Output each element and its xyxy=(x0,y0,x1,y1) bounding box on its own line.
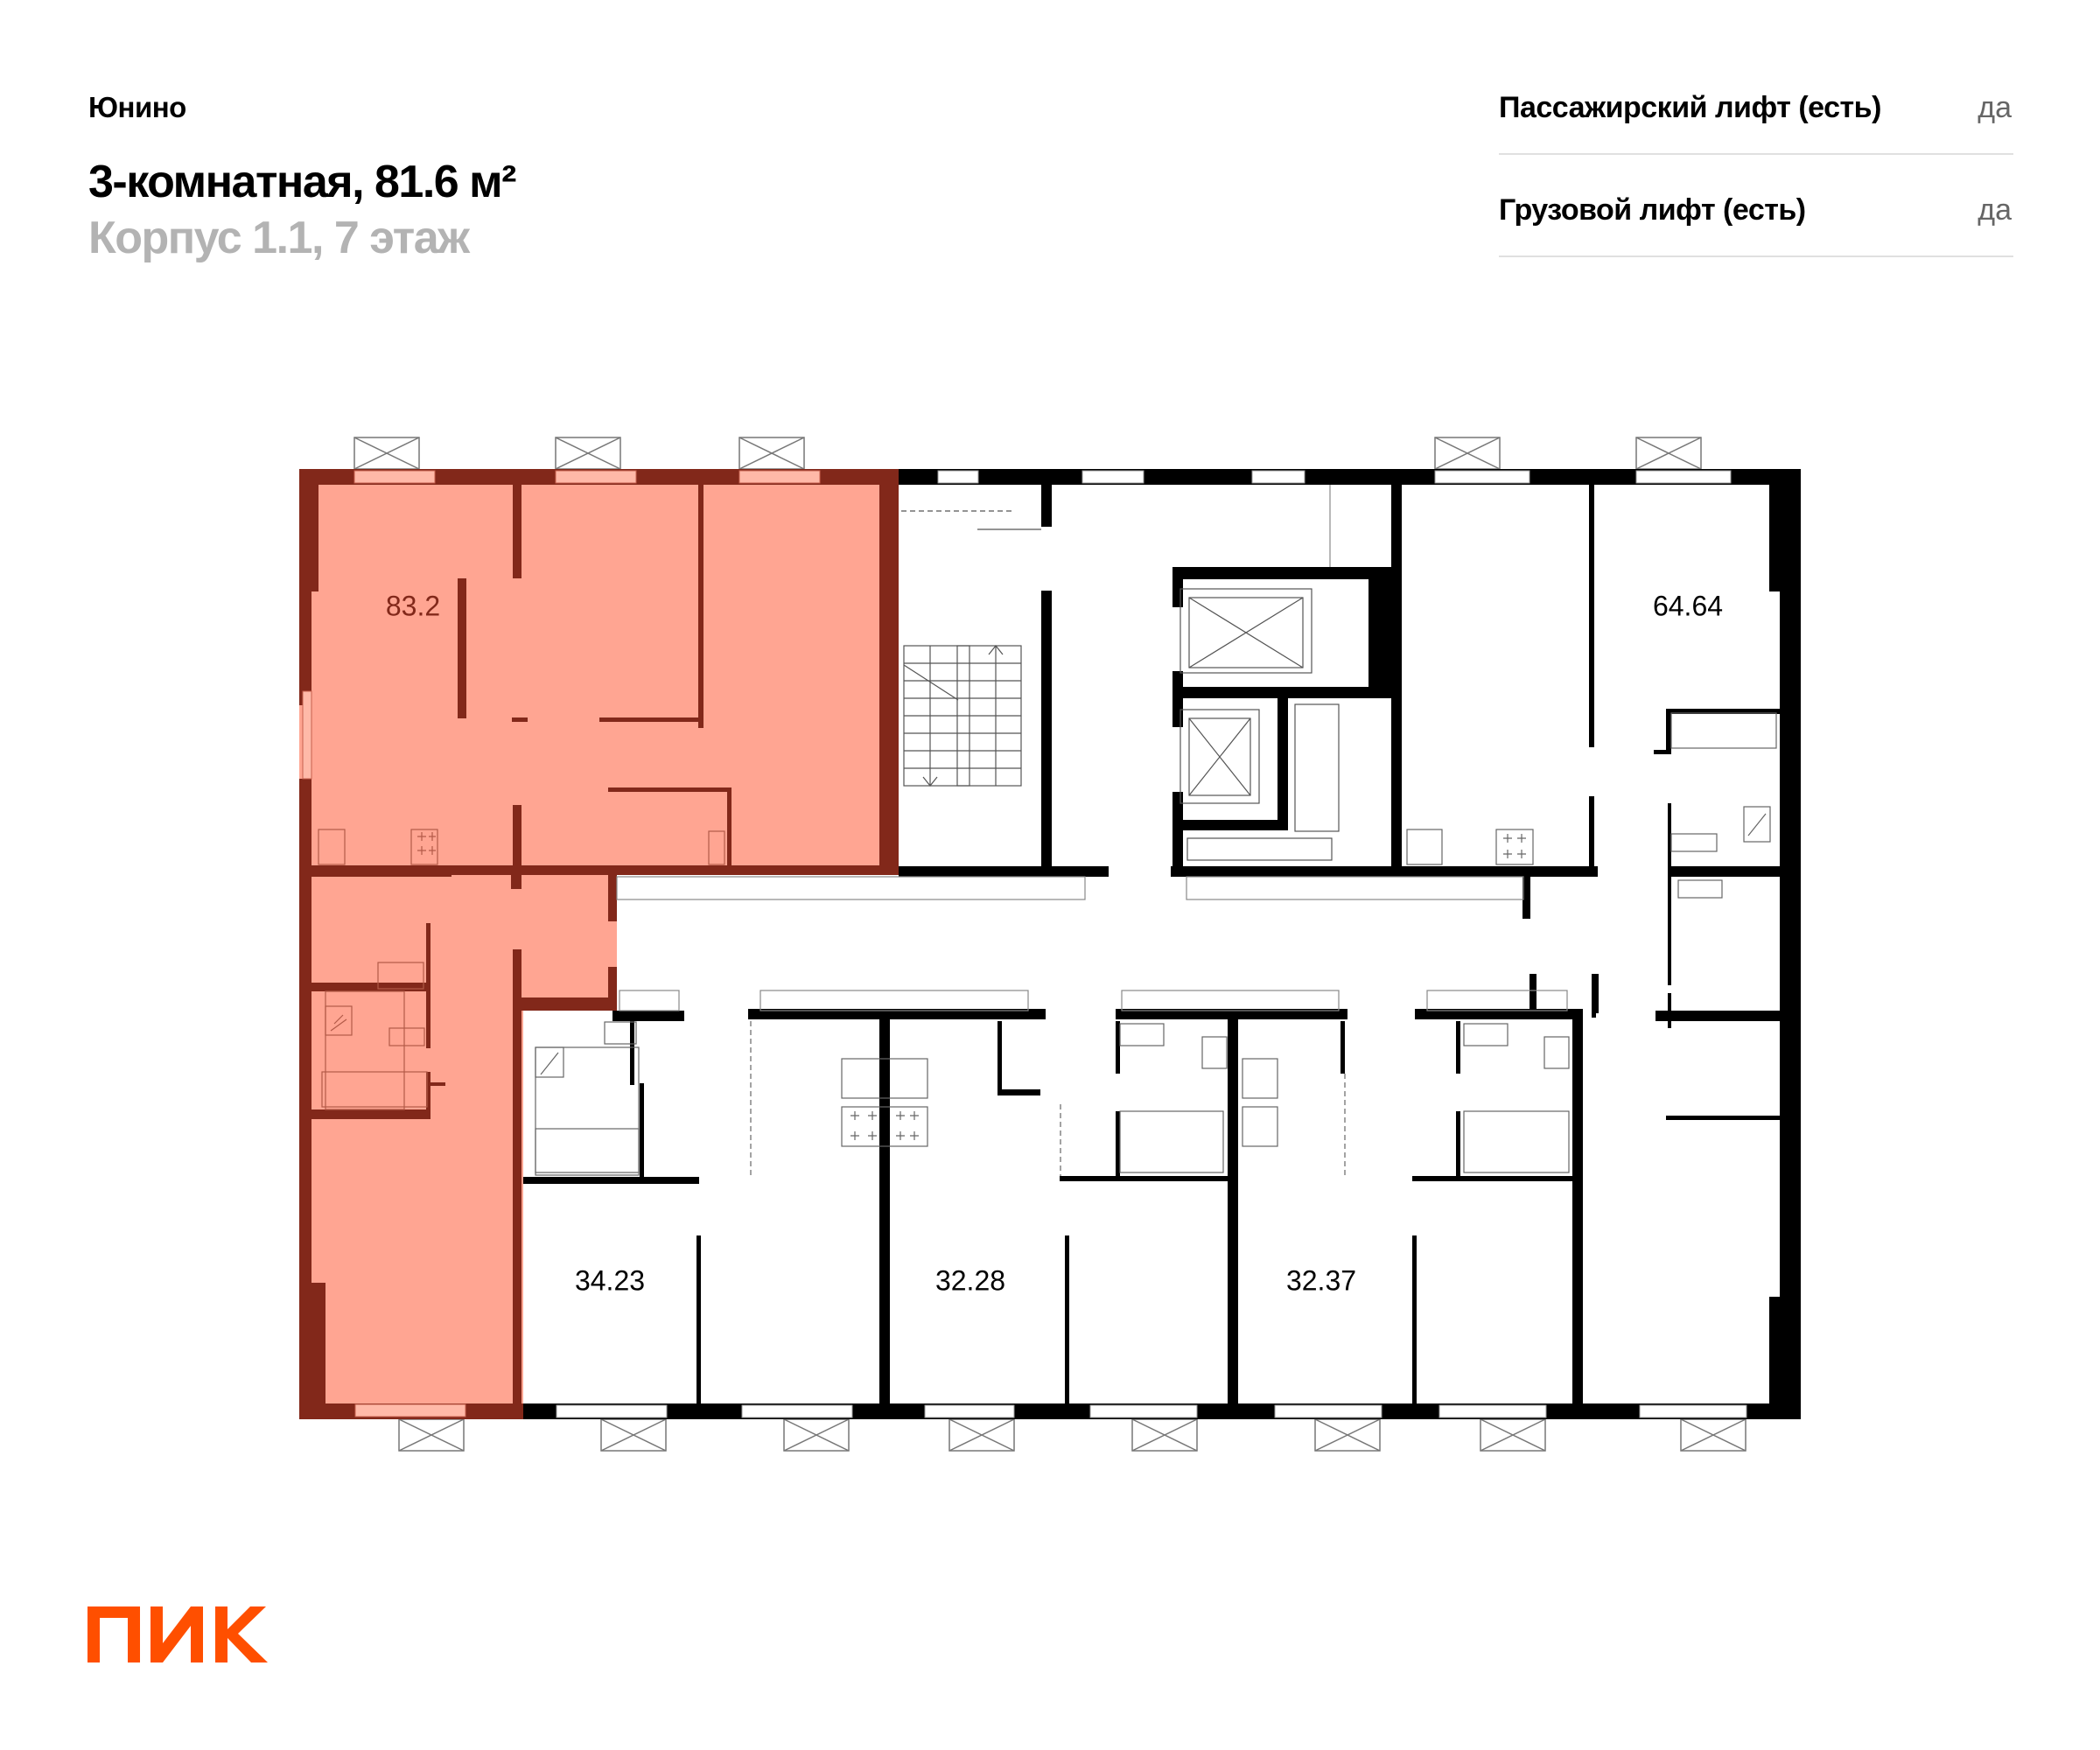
feature-label: Пассажирский лифт (есть) xyxy=(1499,91,1881,124)
building-windows xyxy=(556,470,1747,1418)
building-walls xyxy=(523,469,1801,1419)
feature-value: да xyxy=(1978,193,2012,227)
feature-freight-elevator: Грузовой лифт (есть) да xyxy=(1499,155,2013,257)
balcony-boxes-bottom xyxy=(398,1418,1746,1452)
selected-apartment-windows xyxy=(302,470,821,1418)
unit-area-label[interactable]: 32.37 xyxy=(1285,1264,1357,1297)
unit-area-label[interactable]: 64.64 xyxy=(1652,590,1724,622)
feature-label: Грузовой лифт (есть) xyxy=(1499,193,1806,227)
staircase xyxy=(901,510,1041,787)
unit-fixtures xyxy=(535,712,1777,1176)
building-floor-subtitle: Корпус 1.1, 7 этаж xyxy=(88,213,470,263)
elevator-passenger-icon xyxy=(1180,588,1312,674)
selected-apartment-fixtures xyxy=(318,829,725,1110)
unit-area-label[interactable]: 34.23 xyxy=(574,1264,646,1297)
feature-value: да xyxy=(1978,91,2012,124)
pik-logo xyxy=(88,1606,268,1662)
balcony-boxes-top xyxy=(354,437,1702,470)
elevator-freight-icon xyxy=(1180,704,1340,861)
apartment-title: 3-комнатная, 81.6 м² xyxy=(88,157,516,207)
selected-apartment-highlight[interactable] xyxy=(299,469,899,1419)
feature-passenger-elevator: Пассажирский лифт (есть) да xyxy=(1499,52,2013,155)
complex-name: Юнино xyxy=(88,91,186,123)
corridor-details xyxy=(616,485,1568,1012)
unit-area-label[interactable]: 32.28 xyxy=(934,1264,1006,1297)
unit-area-label-selected[interactable]: 83.2 xyxy=(385,590,441,622)
features-list: Пассажирский лифт (есть) да Грузовой лиф… xyxy=(1499,52,2013,257)
